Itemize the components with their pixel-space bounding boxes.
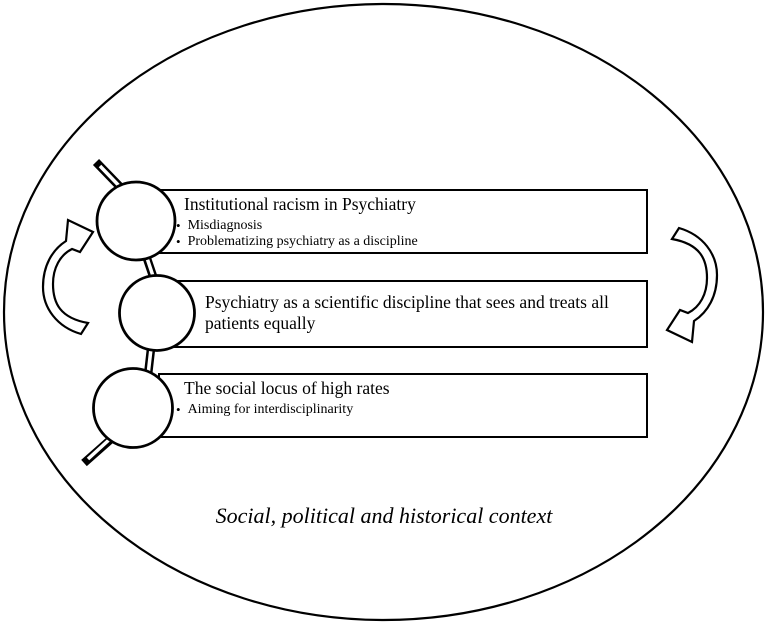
cycle-arrow-left-icon — [41, 218, 95, 336]
circle-node-2 — [118, 274, 196, 352]
context-caption: Social, political and historical context — [215, 503, 553, 528]
bullet-text: Problematizing psychiatry as a disciplin… — [187, 233, 418, 249]
topic-box-3-bullets: • Aiming for interdisciplinarity — [158, 402, 647, 418]
bullet-item: • Problematizing psychiatry as a discipl… — [176, 234, 647, 250]
topic-box-2-title: Psychiatry as a scientific discipline th… — [205, 292, 609, 333]
circle-node-1 — [95, 180, 177, 262]
topic-box-1-content: Institutional racism in Psychiatry • Mis… — [158, 190, 647, 249]
cycle-arrow-right-icon — [665, 226, 719, 344]
topic-box-1-title: Institutional racism in Psychiatry — [184, 194, 416, 214]
bullet-text: Aiming for interdisciplinarity — [187, 402, 354, 417]
context-ellipse — [2, 2, 765, 622]
topic-box-2-content: Psychiatry as a scientific discipline th… — [205, 281, 635, 334]
bullet-item: • Aiming for interdisciplinarity — [176, 402, 647, 418]
topic-box-3-content: The social locus of high rates • Aiming … — [158, 374, 647, 418]
bullet-marker: • — [176, 233, 181, 249]
topic-box-3-title: The social locus of high rates — [184, 378, 390, 398]
topic-box-2 — [158, 280, 648, 348]
bullet-marker: • — [176, 218, 181, 233]
topic-box-1 — [158, 189, 648, 254]
bullet-item: • Misdiagnosis — [176, 218, 647, 234]
topic-box-1-bullets: • Misdiagnosis • Problematizing psychiat… — [158, 218, 647, 249]
bullet-marker: • — [176, 402, 181, 417]
bullet-text: Misdiagnosis — [187, 218, 263, 233]
topic-box-3 — [158, 373, 648, 438]
circle-node-3 — [92, 367, 174, 449]
